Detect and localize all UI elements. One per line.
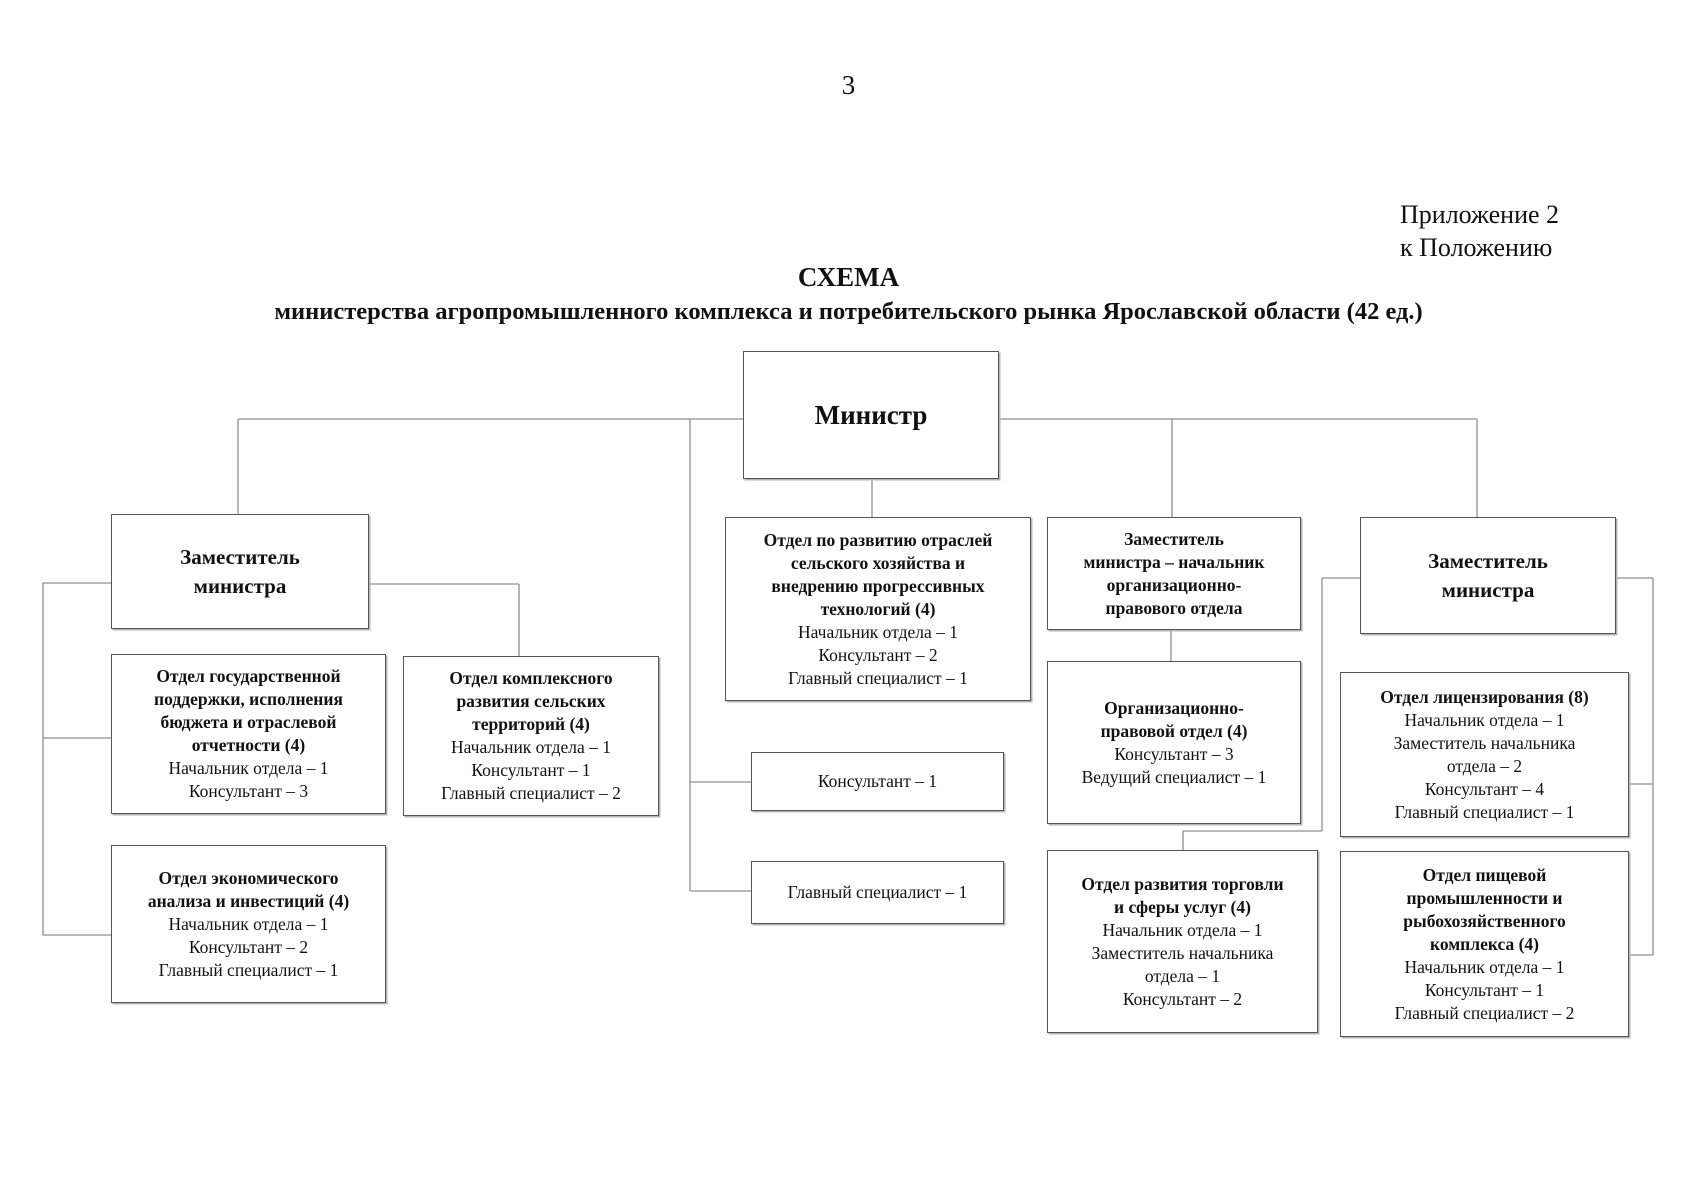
node-heading-line: анализа и инвестиций (4) [147,890,350,911]
appendix-line: к Положению [1400,233,1553,262]
node-heading-line: правового отдела [1105,597,1243,618]
node-heading-line: Заместитель [180,544,300,569]
appendix-label: Приложение 2 к Положению [1400,198,1559,264]
node-heading-line: промышленности и [1406,887,1563,908]
node-heading-line: Отдел лицензирования (8) [1380,686,1589,707]
node-staff-line: отдела – 2 [1446,755,1523,776]
node-heading-line: организационно- [1106,574,1242,595]
node-heading-line: комплекса (4) [1429,933,1540,954]
node-heading-line: отчетности (4) [191,735,306,755]
node-heading-line: территорий (4) [472,714,590,734]
page-title: СХЕМА [797,262,900,292]
deputy-minister-right-box: Заместитель министра [1360,517,1616,634]
node-staff-line: Начальник отдела – 1 [450,737,612,757]
dept-rural-box: Отдел комплексного развития сельских терри… [403,656,659,816]
node-heading-line: Отдел по развитию отраслей [763,529,993,550]
node-staff-line: Главный специалист – 2 [1394,1002,1575,1023]
node-staff-line: Консультант – 3 [1114,743,1234,764]
node-heading-line: правовой отдел (4) [1100,720,1248,741]
node-staff-line: Начальник отдела – 1 [1404,956,1565,977]
node-staff-line: Консультант – 2 [818,644,938,665]
node-heading-line: министра [1441,577,1535,602]
node-staff-line: отдела – 1 [1144,965,1221,986]
node-heading-line: Отдел государственной [156,666,341,686]
node-staff-line: Консультант – 1 [817,771,938,791]
node-staff-line: Начальник отдела – 1 [797,621,959,642]
node-staff-line: Консультант – 2 [1122,988,1243,1009]
dept-legal-box: Организационно-правовой отдел (4)Консуль… [1047,661,1301,824]
dept-licensing-box: Отдел лицензирования (8)Начальник отдела… [1340,672,1629,837]
node-heading-line: рыбохозяйственного [1403,910,1566,931]
chief-specialist-box: Главный специалист – 1 [751,861,1004,924]
node-heading-line: сельского хозяйства и [790,552,966,573]
node-heading-line: Министр [814,400,928,430]
node-heading-line: и сферы услуг (4) [1114,896,1251,917]
deputy-minister-left-box: Заместитель министра [111,514,369,629]
node-staff-line: Консультант – 3 [188,781,309,801]
minister-box: Министр [743,351,999,479]
node-staff-line: Главный специалист – 1 [1394,801,1575,822]
node-heading-line: Заместитель [1428,548,1548,573]
page-subtitle: министерства агропромышленного комплекса… [274,298,1423,325]
node-heading-line: технологий (4) [820,598,936,619]
node-heading-line: министра [193,573,287,598]
node-heading-line: Организационно- [1104,697,1244,718]
node-heading-line: министра – начальник [1083,551,1265,572]
page-number: 3 [841,70,856,100]
node-heading-line: поддержки, исполнения [154,689,343,709]
appendix-line: Приложение 2 [1400,200,1560,229]
node-staff-line: Заместитель начальника [1393,732,1576,753]
node-staff-line: Начальник отдела – 1 [1404,709,1565,730]
node-staff-line: Консультант – 4 [1424,778,1545,799]
node-staff-line: Ведущий специалист – 1 [1081,766,1267,787]
node-staff-line: Консультант – 1 [1424,979,1545,1000]
node-heading-line: Отдел пищевой [1422,864,1547,885]
node-heading-line: Отдел комплексного [449,668,613,688]
node-heading-line: Отдел развития торговли [1081,873,1284,894]
node-staff-line: Начальник отдела – 1 [168,758,329,778]
node-heading-line: Заместитель [1124,528,1224,549]
node-heading-line: развития сельских [456,691,606,711]
node-heading-line: Отдел экономического [158,867,339,888]
node-staff-line: Заместитель начальника [1091,942,1274,963]
node-staff-line: Начальник отдела – 1 [1102,919,1263,940]
consultant-box: Консультант – 1 [751,752,1004,811]
node-staff-line: Главный специалист – 1 [788,667,968,688]
node-staff-line: Консультант – 1 [471,760,591,780]
node-staff-line: Консультант – 2 [188,936,309,957]
node-staff-line: Главный специалист – 1 [787,882,968,902]
node-staff-line: Главный специалист – 2 [441,783,621,803]
node-staff-line: Начальник отдела – 1 [168,913,329,934]
node-heading-line: внедрению прогрессивных [771,575,985,596]
dept-gov-support-box: Отдел государственной поддержки, исполнен… [111,654,386,814]
node-heading-line: бюджета и отраслевой [160,712,337,732]
node-staff-line: Главный специалист – 1 [158,959,339,980]
